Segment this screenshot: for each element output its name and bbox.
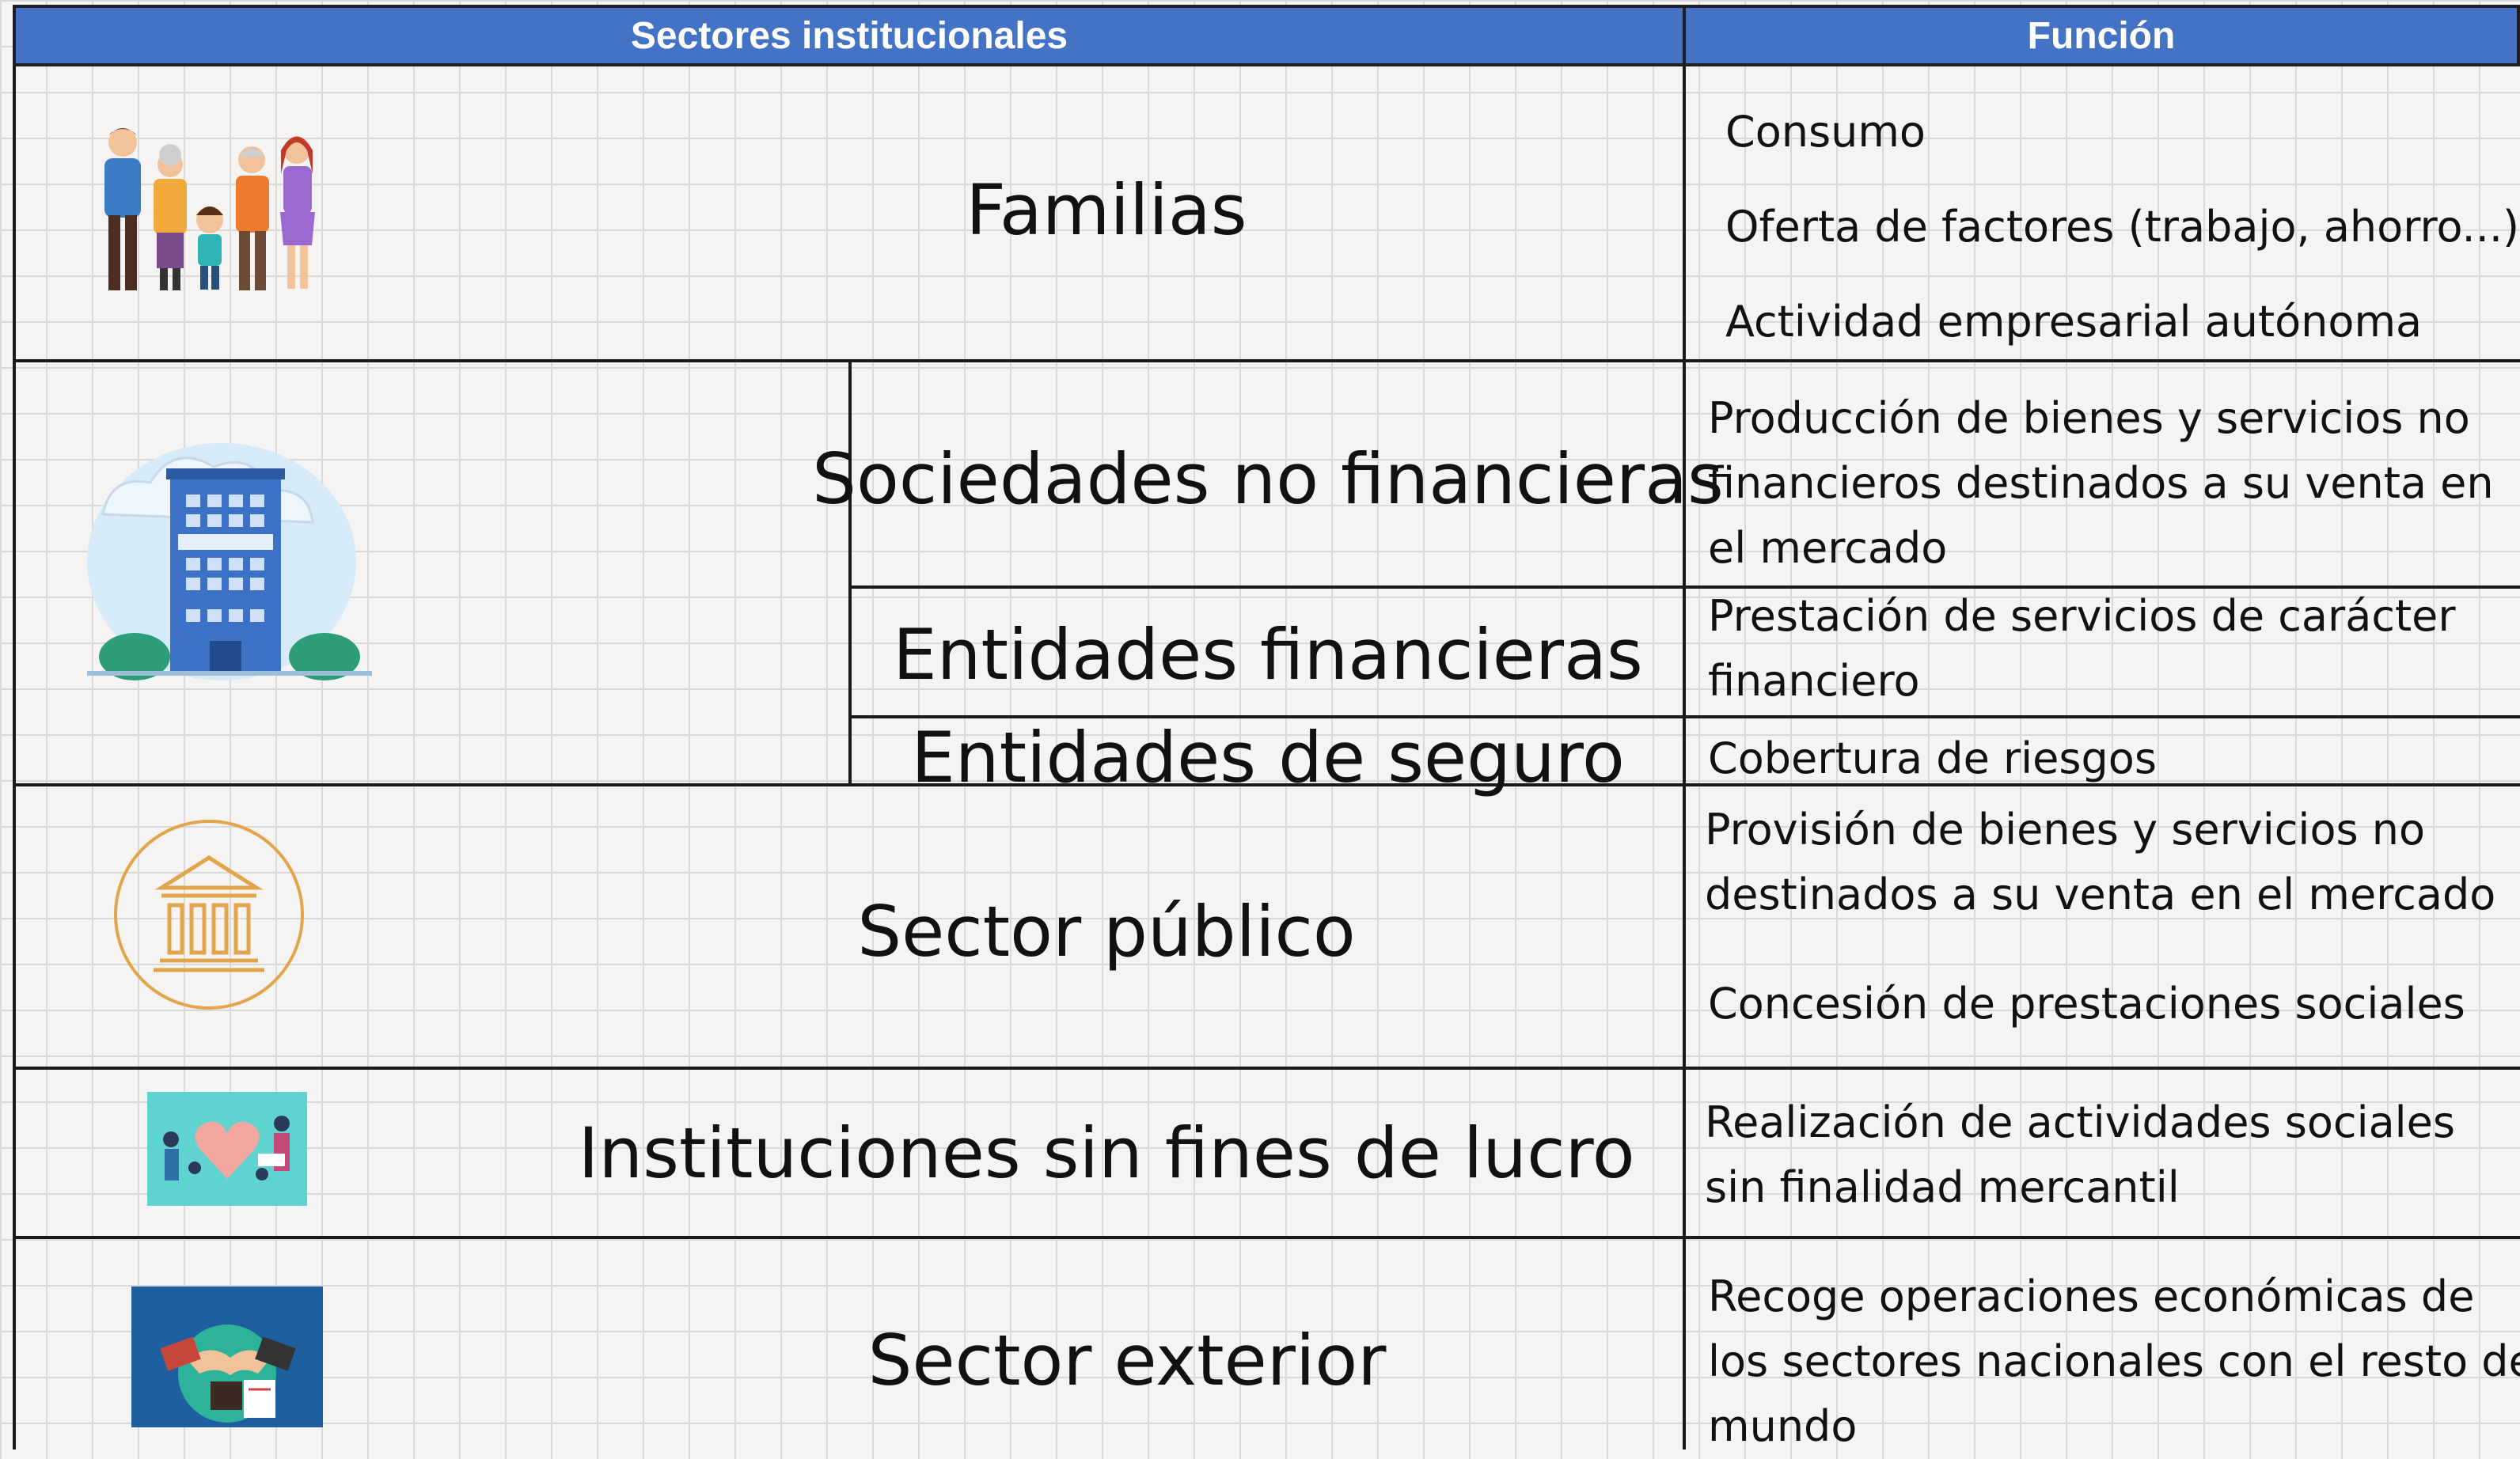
function-item: Realización de actividades sociales	[1705, 1097, 2456, 1147]
table-border-left	[13, 66, 16, 1450]
function-item: Actividad empresarial autónoma	[1725, 297, 2423, 347]
government-building-icon	[112, 818, 306, 1011]
row-divider-sub-2	[848, 715, 2520, 718]
function-item: los sectores nacionales con el resto del	[1708, 1336, 2520, 1386]
row-divider-2	[13, 783, 2520, 786]
function-item: Consumo	[1725, 107, 1926, 157]
handshake-globe-icon	[131, 1287, 323, 1427]
sector-sociedades-no-financieras: Sociedades no financieras	[812, 438, 1724, 520]
function-item: financiero	[1708, 656, 1920, 706]
sector-familias: Familias	[966, 169, 1247, 251]
function-item: mundo	[1708, 1401, 1858, 1451]
function-item: financieros destinados a su venta en	[1708, 458, 2494, 508]
sector-publico: Sector público	[857, 891, 1356, 972]
row-divider-4	[13, 1236, 2520, 1239]
subcolumn-divider	[848, 361, 852, 785]
sector-entidades-de-seguro: Entidades de seguro	[911, 717, 1625, 798]
function-item: el mercado	[1708, 523, 1948, 573]
row-divider-1	[13, 359, 2520, 362]
charity-icon	[147, 1092, 307, 1206]
header-sectors: Sectores institucionales	[13, 5, 1686, 66]
header-function: Función	[1683, 5, 2520, 66]
family-icon	[87, 119, 324, 301]
sector-sin-fines-de-lucro: Instituciones sin fines de lucro	[578, 1112, 1635, 1194]
sector-entidades-financieras: Entidades financieras	[893, 614, 1643, 695]
header-function-label: Función	[2027, 14, 2176, 57]
function-item: destinados a su venta en el mercado	[1705, 870, 2496, 919]
function-item: Concesión de prestaciones sociales	[1708, 979, 2465, 1029]
function-item: Producción de bienes y servicios no	[1708, 393, 2470, 443]
function-item: sin finalidad mercantil	[1705, 1162, 2180, 1212]
header-sectors-label: Sectores institucionales	[630, 14, 1068, 57]
function-item: Provisión de bienes y servicios no	[1705, 805, 2426, 855]
company-building-icon	[87, 419, 372, 688]
column-divider	[1683, 66, 1686, 1450]
function-item: Oferta de factores (trabajo, ahorro...)	[1725, 202, 2520, 252]
function-item: Prestación de servicios de carácter	[1708, 591, 2456, 641]
function-item: Cobertura de riesgos	[1708, 733, 2157, 783]
function-item: Recoge operaciones económicas de	[1708, 1271, 2475, 1321]
row-divider-sub-1	[848, 585, 2520, 589]
sector-exterior: Sector exterior	[867, 1320, 1387, 1401]
row-divider-3	[13, 1067, 2520, 1070]
